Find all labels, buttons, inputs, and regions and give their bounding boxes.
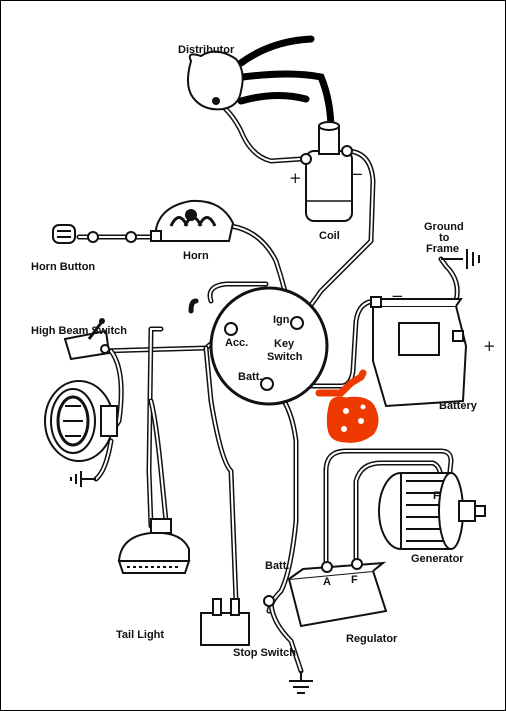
label-horn: Horn [183, 250, 209, 262]
main-ground-icon [289, 671, 313, 694]
coil [300, 121, 353, 222]
key-switch [209, 286, 329, 406]
label-distributor: Distributor [178, 44, 235, 56]
generator [378, 472, 486, 550]
label-coil-plus: + [289, 169, 302, 187]
annotation-marker [315, 369, 379, 443]
label-acc: Acc. [225, 337, 248, 349]
label-generator-f: F [433, 490, 440, 502]
label-coil-minus: − [351, 165, 364, 183]
label-coil: Coil [319, 230, 340, 242]
label-generator: Generator [411, 553, 464, 565]
battery [370, 296, 468, 408]
distributor-lead [213, 98, 304, 164]
label-regulator: Regulator [346, 633, 398, 645]
label-tail-light: Tail Light [116, 629, 164, 641]
headlight-ground-icon [70, 471, 96, 487]
horn [150, 199, 235, 242]
label-key-switch-line1: Key [274, 338, 295, 350]
frame-ground-icon [441, 249, 480, 269]
regulator [263, 558, 388, 628]
label-battery: Battery [439, 400, 478, 412]
label-ground-line2: to [439, 232, 450, 244]
distributor-coil-wire-3 [237, 91, 310, 105]
label-ground-line3: Frame [426, 243, 459, 255]
distributor-coil-wire-1 [237, 35, 315, 67]
tail-light [117, 518, 191, 574]
label-key-switch-line2: Switch [267, 351, 303, 363]
distributor [186, 50, 244, 111]
label-batt-regulator: Batt. [265, 560, 289, 572]
headlight [44, 380, 118, 462]
label-high-beam-switch: High Beam Switch [31, 325, 127, 337]
label-batt-key: Batt. [238, 371, 262, 383]
label-battery-plus: + [483, 337, 496, 355]
horn-button [52, 224, 137, 244]
label-regulator-f: F [351, 574, 358, 586]
label-regulator-a: A [323, 576, 331, 588]
label-ground-line1: Ground [424, 221, 464, 233]
distributor-coil-wire-2 [239, 70, 335, 135]
high-beam-switch [63, 318, 111, 361]
wires [76, 35, 460, 674]
label-ign: Ign. [273, 314, 293, 326]
label-battery-minus: − [391, 287, 404, 305]
stop-switch [200, 598, 250, 646]
label-stop-switch: Stop Switch [233, 647, 296, 659]
label-horn-button: Horn Button [31, 261, 95, 273]
